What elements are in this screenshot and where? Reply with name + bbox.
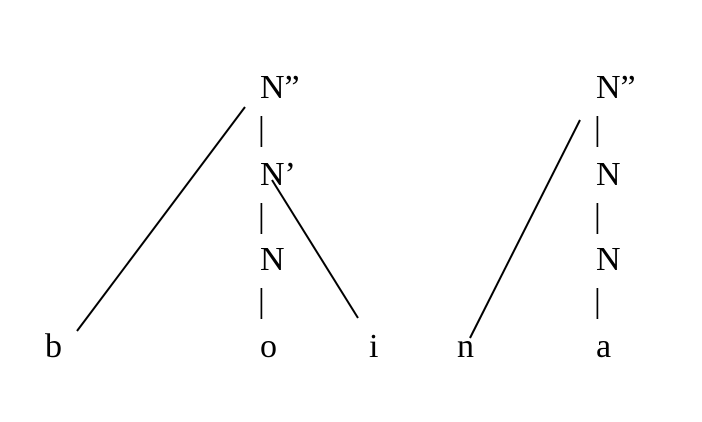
tree1-bar-2: |	[258, 198, 265, 235]
tree1-top-node: N”	[260, 69, 300, 106]
tree1-bar-3: |	[258, 283, 265, 320]
tree1-edge-top-to-b	[76, 106, 246, 332]
tree2-top-node: N”	[596, 69, 636, 106]
tree-2: N” | N | N | n a	[457, 69, 636, 365]
tree1-leaf-o: o	[260, 328, 277, 365]
tree2-bar-3: |	[594, 283, 601, 320]
tree-1: N” | N’ | N | b o i	[45, 69, 378, 365]
tree1-leaf-i: i	[369, 328, 378, 365]
tree2-edge-top-to-n	[469, 119, 581, 339]
tree1-edge-mid-to-i	[271, 179, 359, 319]
tree1-head-node: N	[260, 241, 285, 278]
tree2-leaf-a: a	[596, 328, 611, 365]
tree1-mid-node: N’	[260, 156, 296, 193]
tree2-bar-1: |	[594, 111, 601, 148]
tree2-mid-node: N	[596, 156, 621, 193]
tree1-bar-1: |	[258, 111, 265, 148]
tree2-head-node: N	[596, 241, 621, 278]
tree1-leaf-b: b	[45, 328, 62, 365]
tree2-bar-2: |	[594, 198, 601, 235]
